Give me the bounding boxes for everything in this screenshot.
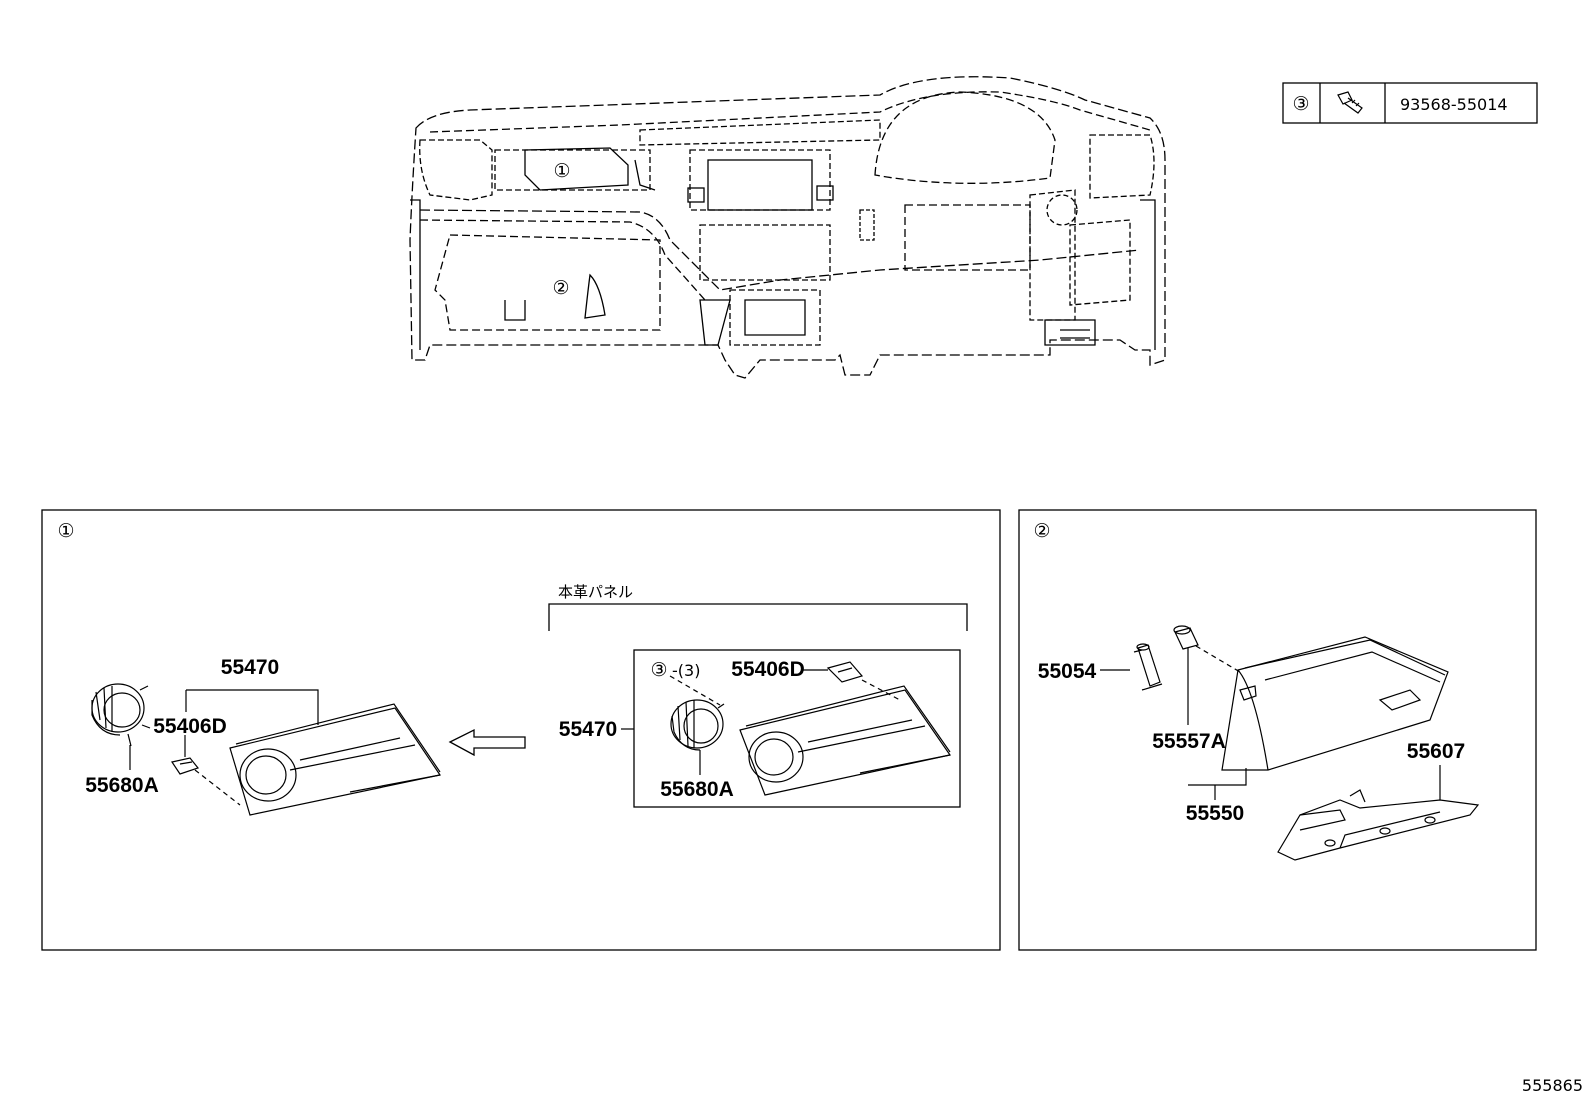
screw-ref: ③ [650,659,667,681]
trim-panel-left-illustration [229,703,441,816]
clip-right-illustration [826,661,864,683]
label-55680a-right: 55680A [660,778,734,801]
trim-panel-right-illustration [739,685,952,796]
label-55680a-left: 55680A [85,774,159,797]
label-55406d-left: 55406D [153,715,227,738]
label-55470-left: 55470 [221,656,279,679]
callout-2-overview: ② [552,277,569,299]
glove-box-illustration [1221,636,1449,771]
fastener-ref: ③ [1292,93,1309,115]
panel-2-ref: ② [1033,520,1050,542]
label-55054: 55054 [1038,660,1097,683]
callout-1-overview: ① [553,160,570,182]
clip-left-illustration [171,757,200,775]
bolt-icon [1337,91,1363,114]
panel-1-frame [41,509,1001,951]
damper-illustration [1133,643,1163,691]
panel-2-frame [1018,509,1537,951]
figure-id: 555865 [1522,1076,1583,1095]
knob-right-illustration [670,699,725,751]
screw-qty: -(3) [672,661,700,680]
label-55607: 55607 [1407,740,1465,763]
label-55470-right: 55470 [559,718,617,741]
fastener-table [1282,82,1538,124]
fastener-part-number: 93568-55014 [1400,95,1508,114]
knob-left-illustration [91,683,151,747]
panel-1-ref: ① [57,520,74,542]
dashboard-overview [409,76,1166,379]
leather-panel-note: 本革パネル [558,583,633,601]
direction-arrow [448,728,526,757]
label-55557a: 55557A [1152,730,1226,753]
glove-door-illustration [1277,789,1480,861]
bumper-illustration [1173,625,1199,650]
leather-panel-bracket [548,603,968,631]
label-55406d-right: 55406D [731,658,805,681]
label-55550: 55550 [1186,802,1244,825]
